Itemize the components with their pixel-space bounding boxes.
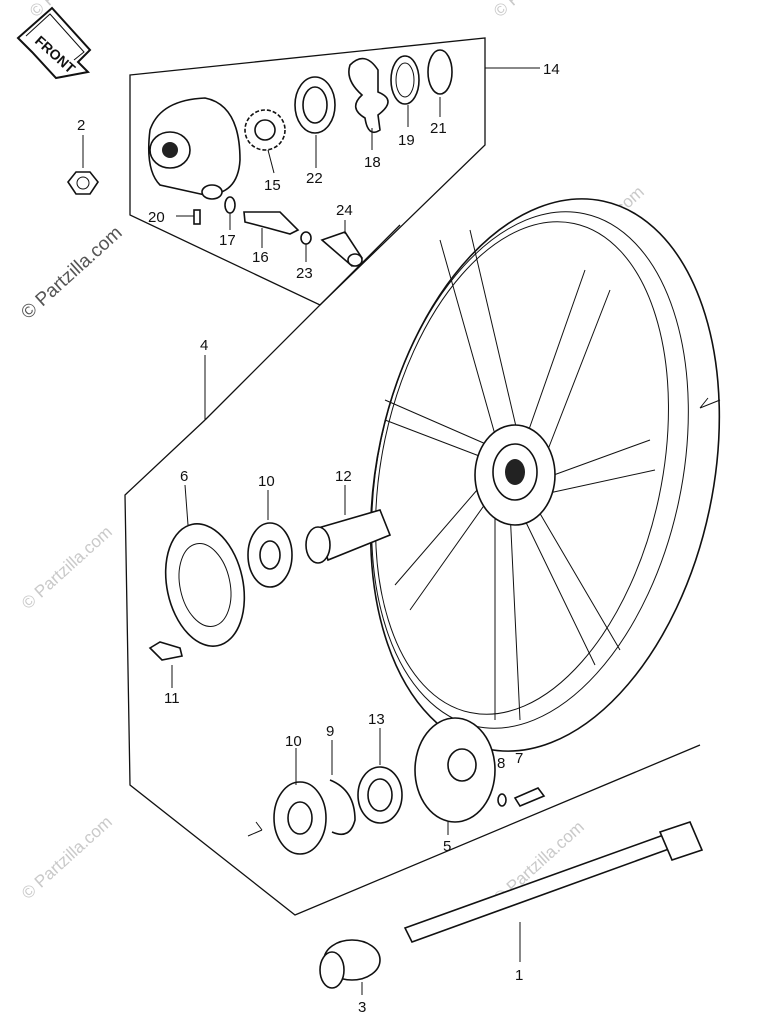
callout-3: 3 — [358, 999, 366, 1016]
callout-18: 18 — [364, 154, 381, 171]
callout-1: 1 — [515, 967, 523, 984]
callout-8: 8 — [497, 755, 505, 772]
callout-24: 24 — [336, 202, 353, 219]
watermark: © Partzilla.com — [490, 0, 588, 21]
callout-20: 20 — [148, 209, 165, 226]
callout-15: 15 — [264, 177, 281, 194]
speedometer-gear-assembly-frame — [129, 37, 486, 306]
callout-23: 23 — [296, 265, 313, 282]
callout-13: 13 — [368, 711, 385, 728]
cast-wheel — [247, 198, 721, 837]
watermark: © Partzilla.com — [17, 222, 126, 323]
callout-21: 21 — [430, 120, 447, 137]
callout-2: 2 — [77, 117, 85, 134]
callout-5: 5 — [443, 838, 451, 855]
hub-parts — [148, 484, 704, 995]
callout-10: 10 — [285, 733, 302, 750]
callout-16: 16 — [252, 249, 269, 266]
callout-12: 12 — [335, 468, 352, 485]
callout-14: 14 — [543, 61, 560, 78]
hub-assembly-frame — [124, 419, 701, 916]
callout-10: 10 — [258, 473, 275, 490]
callout-6: 6 — [180, 468, 188, 485]
callout-4: 4 — [200, 337, 208, 354]
watermark: © Partzilla.com — [18, 522, 116, 613]
speedometer-parts — [147, 49, 453, 268]
callout-labels: 1 2 3 4 5 6 7 8 9 10 10 11 12 13 14 15 1… — [77, 61, 560, 1016]
callout-7: 7 — [515, 750, 523, 767]
callout-22: 22 — [306, 170, 323, 187]
watermark: © Partzilla.com — [18, 812, 116, 903]
part-axle-nut — [67, 135, 99, 195]
callout-11: 11 — [164, 690, 180, 707]
callout-19: 19 — [398, 132, 415, 149]
callout-17: 17 — [219, 232, 236, 249]
front-arrow: FRONT — [16, 6, 92, 80]
callout-9: 9 — [326, 723, 334, 740]
